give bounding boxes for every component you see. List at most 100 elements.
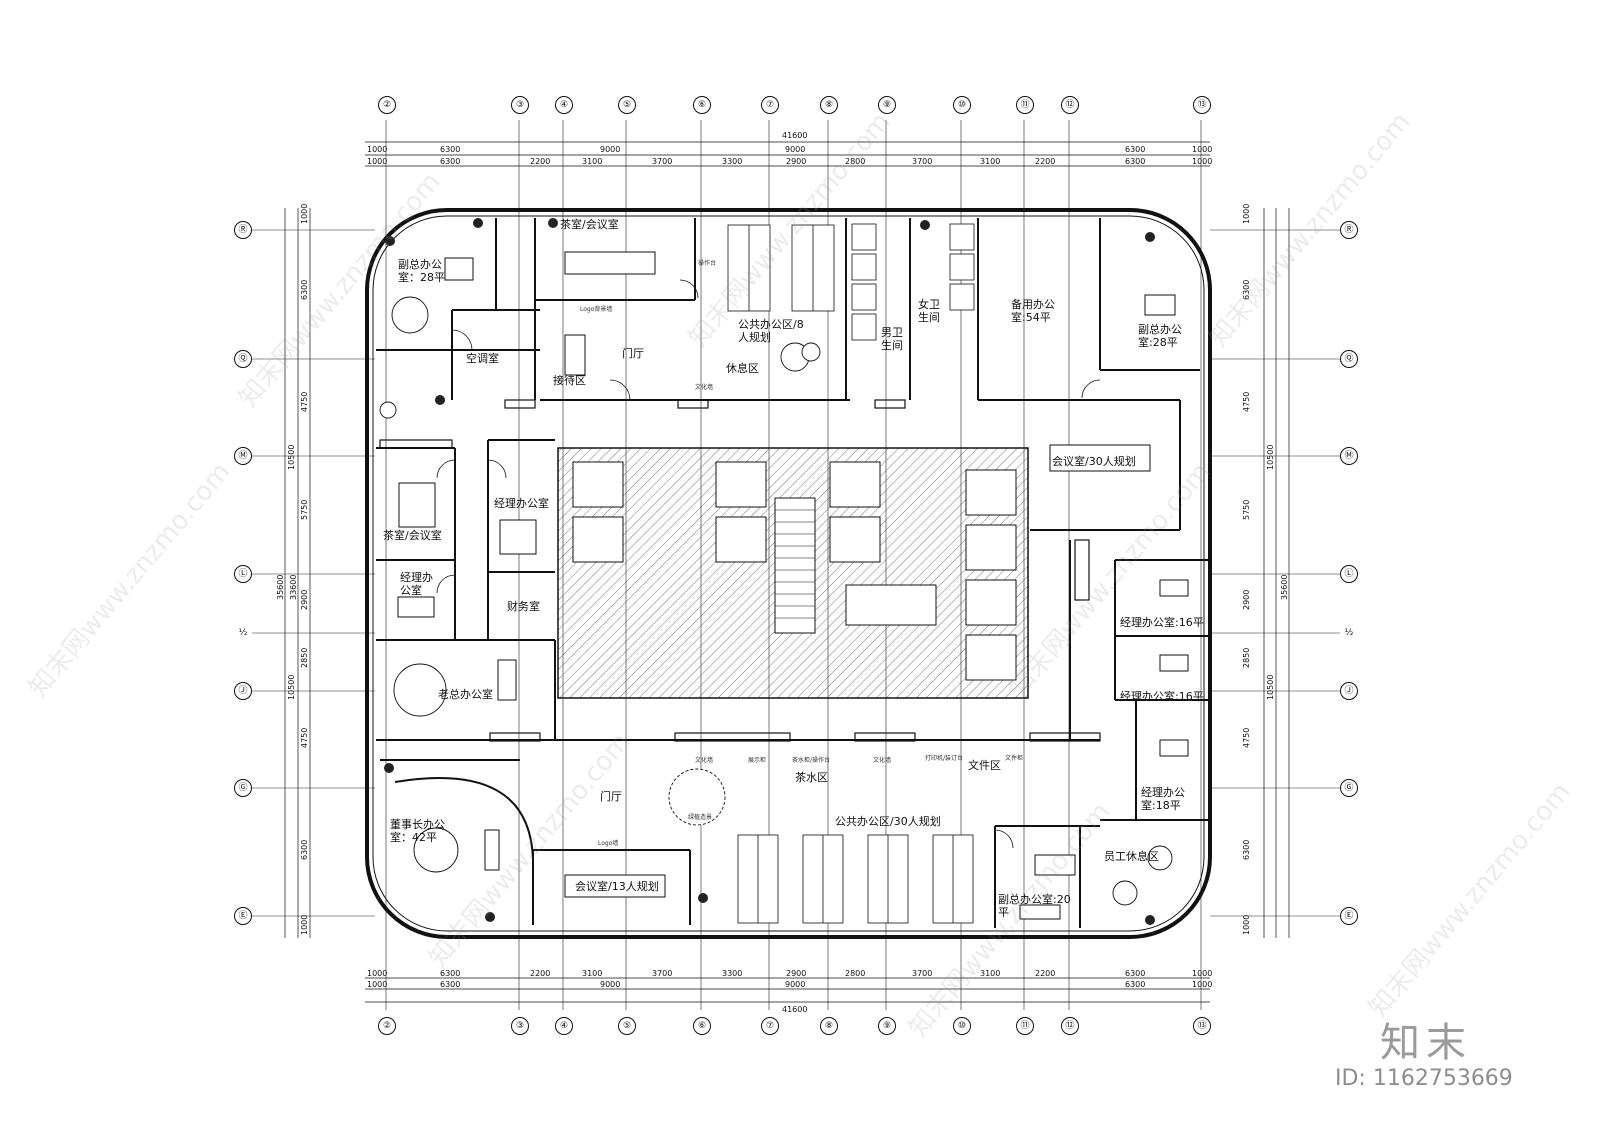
axis-x-5-top: ⑤: [618, 96, 636, 114]
note-console: 操作台: [698, 260, 717, 267]
axis-x-5-bottom: ⑤: [618, 1017, 636, 1035]
dim-top-r2-11: 6300: [1125, 157, 1146, 166]
dim-bottom-r2-11: 6300: [1125, 969, 1146, 978]
room-ac: 空调室: [466, 352, 499, 365]
note-logo-wall-top: Logo背景墙: [580, 306, 613, 313]
dim-right-r1-4: 10500: [1266, 674, 1275, 700]
axis-x-3-bottom: ③: [511, 1017, 529, 1035]
dim-left-6: 4750: [300, 727, 309, 748]
dim-total-right: 35600: [1280, 574, 1289, 600]
dim-top-r1-3: 9000: [785, 145, 806, 154]
dim-bottom-r2-0: 1000: [367, 969, 388, 978]
dim-right-7: 6300: [1242, 839, 1251, 860]
room-staff-lounge: 员工休息区: [1104, 850, 1159, 863]
axis-y-r-right: Ⓡ: [1340, 221, 1358, 239]
room-manager-16-b: 经理办公室:16平: [1120, 690, 1204, 703]
dim-bottom-r2-7: 2800: [845, 969, 866, 978]
toilet-stalls: [851, 223, 975, 341]
axis-y-half-left: ½: [238, 628, 248, 638]
axis-x-7-bottom: ⑦: [761, 1017, 779, 1035]
workstations: [727, 224, 974, 924]
dim-top-r2-6: 2900: [786, 157, 807, 166]
dim-bottom-r1-5: 1000: [1192, 980, 1213, 989]
axis-x-9-top: ⑨: [878, 96, 896, 114]
note-culture-wall-2: 文化墙: [695, 757, 714, 764]
axis-x-11-bottom: ⑪: [1016, 1017, 1034, 1035]
dim-right-4: 2900: [1242, 589, 1251, 610]
dim-bottom-r2-8: 3700: [912, 969, 933, 978]
dim-top-r2-9: 3100: [980, 157, 1001, 166]
dim-top-r2-0: 1000: [367, 157, 388, 166]
dim-left-7: 6300: [300, 839, 309, 860]
room-deputy-top-right: 副总办公室:28平: [1138, 323, 1182, 349]
note-logo-wall-bottom: Logo墙: [598, 840, 619, 847]
axis-x-2-top: ②: [378, 96, 396, 114]
interior-walls: [376, 218, 1210, 928]
dim-bottom-r2-4: 3700: [652, 969, 673, 978]
dim-bottom-r2-2: 2200: [530, 969, 551, 978]
room-tea-meeting-left: 茶室/会议室: [383, 529, 442, 542]
dim-top-r2-1: 6300: [440, 157, 461, 166]
dim-top-r2-2: 2200: [530, 157, 551, 166]
axis-x-6-top: ⑥: [693, 96, 711, 114]
axis-x-6-bottom: ⑥: [693, 1017, 711, 1035]
axis-x-7-top: ⑦: [761, 96, 779, 114]
room-manager-left: 经理办公室: [400, 571, 433, 597]
dim-top-r2-5: 3300: [722, 157, 743, 166]
dim-left-r1-4: 10500: [287, 674, 296, 700]
room-open-office-8: 公共办公区/8人规划: [738, 318, 804, 344]
dim-left-3: 5750: [300, 499, 309, 520]
room-spare-office: 备用办公室:54平: [1011, 298, 1055, 324]
axis-x-3-top: ③: [511, 96, 529, 114]
dim-inner-left: 33600: [289, 574, 298, 600]
image-id: ID: 1162753669: [1335, 1066, 1513, 1091]
room-chairman: 董事长办公室：42平: [390, 818, 445, 844]
axis-x-10-bottom: ⑩: [953, 1017, 971, 1035]
axis-x-4-top: ④: [555, 96, 573, 114]
dim-left-5: 2850: [300, 647, 309, 668]
axis-y-q-right: Ⓠ: [1340, 350, 1358, 368]
axis-y-e-left: Ⓔ: [234, 907, 252, 925]
dim-right-2: 4750: [1242, 391, 1251, 412]
dim-total-bottom: 41600: [782, 1005, 808, 1014]
dim-top-r1-2: 9000: [600, 145, 621, 154]
axis-x-8-top: ⑧: [820, 96, 838, 114]
dim-bottom-r2-9: 3100: [980, 969, 1001, 978]
axis-y-l-right: Ⓛ: [1340, 565, 1358, 583]
axis-y-r-left: Ⓡ: [234, 221, 252, 239]
dim-top-r2-3: 3100: [582, 157, 603, 166]
axis-x-4-bottom: ④: [555, 1017, 573, 1035]
dim-left-2: 4750: [300, 391, 309, 412]
room-file-area: 文件区: [968, 759, 1001, 772]
axis-y-l-left: Ⓛ: [234, 565, 252, 583]
dim-right-r1-2: 10500: [1266, 444, 1275, 470]
room-lobby-top: 门厅: [622, 347, 644, 360]
room-lounge: 休息区: [726, 362, 759, 375]
dim-bottom-r1-0: 1000: [367, 980, 388, 989]
room-boss: 老总办公室: [438, 688, 493, 701]
axis-y-g-right: Ⓖ: [1340, 779, 1358, 797]
axis-x-13-bottom: ⑬: [1193, 1017, 1211, 1035]
dim-top-r1-1: 6300: [440, 145, 461, 154]
room-open-office-30: 公共办公区/30人规划: [835, 815, 941, 828]
door-swings: [436, 279, 1101, 849]
room-deputy-top-left: 副总办公室：28平: [398, 258, 445, 284]
axis-x-13-top: ⑬: [1193, 96, 1211, 114]
building-outline: [365, 208, 1212, 939]
dim-bottom-r1-3: 9000: [785, 980, 806, 989]
dim-total-top: 41600: [782, 131, 808, 140]
dim-right-0: 1000: [1242, 203, 1251, 224]
dim-top-r2-7: 2800: [845, 157, 866, 166]
room-finance: 财务室: [507, 600, 540, 613]
room-manager-mid: 经理办公室: [494, 497, 549, 510]
note-file-cabinet: 文件柜: [1005, 755, 1024, 762]
dim-right-5: 2850: [1242, 647, 1251, 668]
axis-y-q-left: Ⓠ: [234, 350, 252, 368]
dim-left-0: 1000: [300, 203, 309, 224]
dim-right-8: 1000: [1242, 914, 1251, 935]
dim-left-4: 2900: [300, 589, 309, 610]
dim-top-r1-5: 1000: [1192, 145, 1213, 154]
dim-top-r2-10: 2200: [1035, 157, 1056, 166]
dim-top-r2-8: 3700: [912, 157, 933, 166]
